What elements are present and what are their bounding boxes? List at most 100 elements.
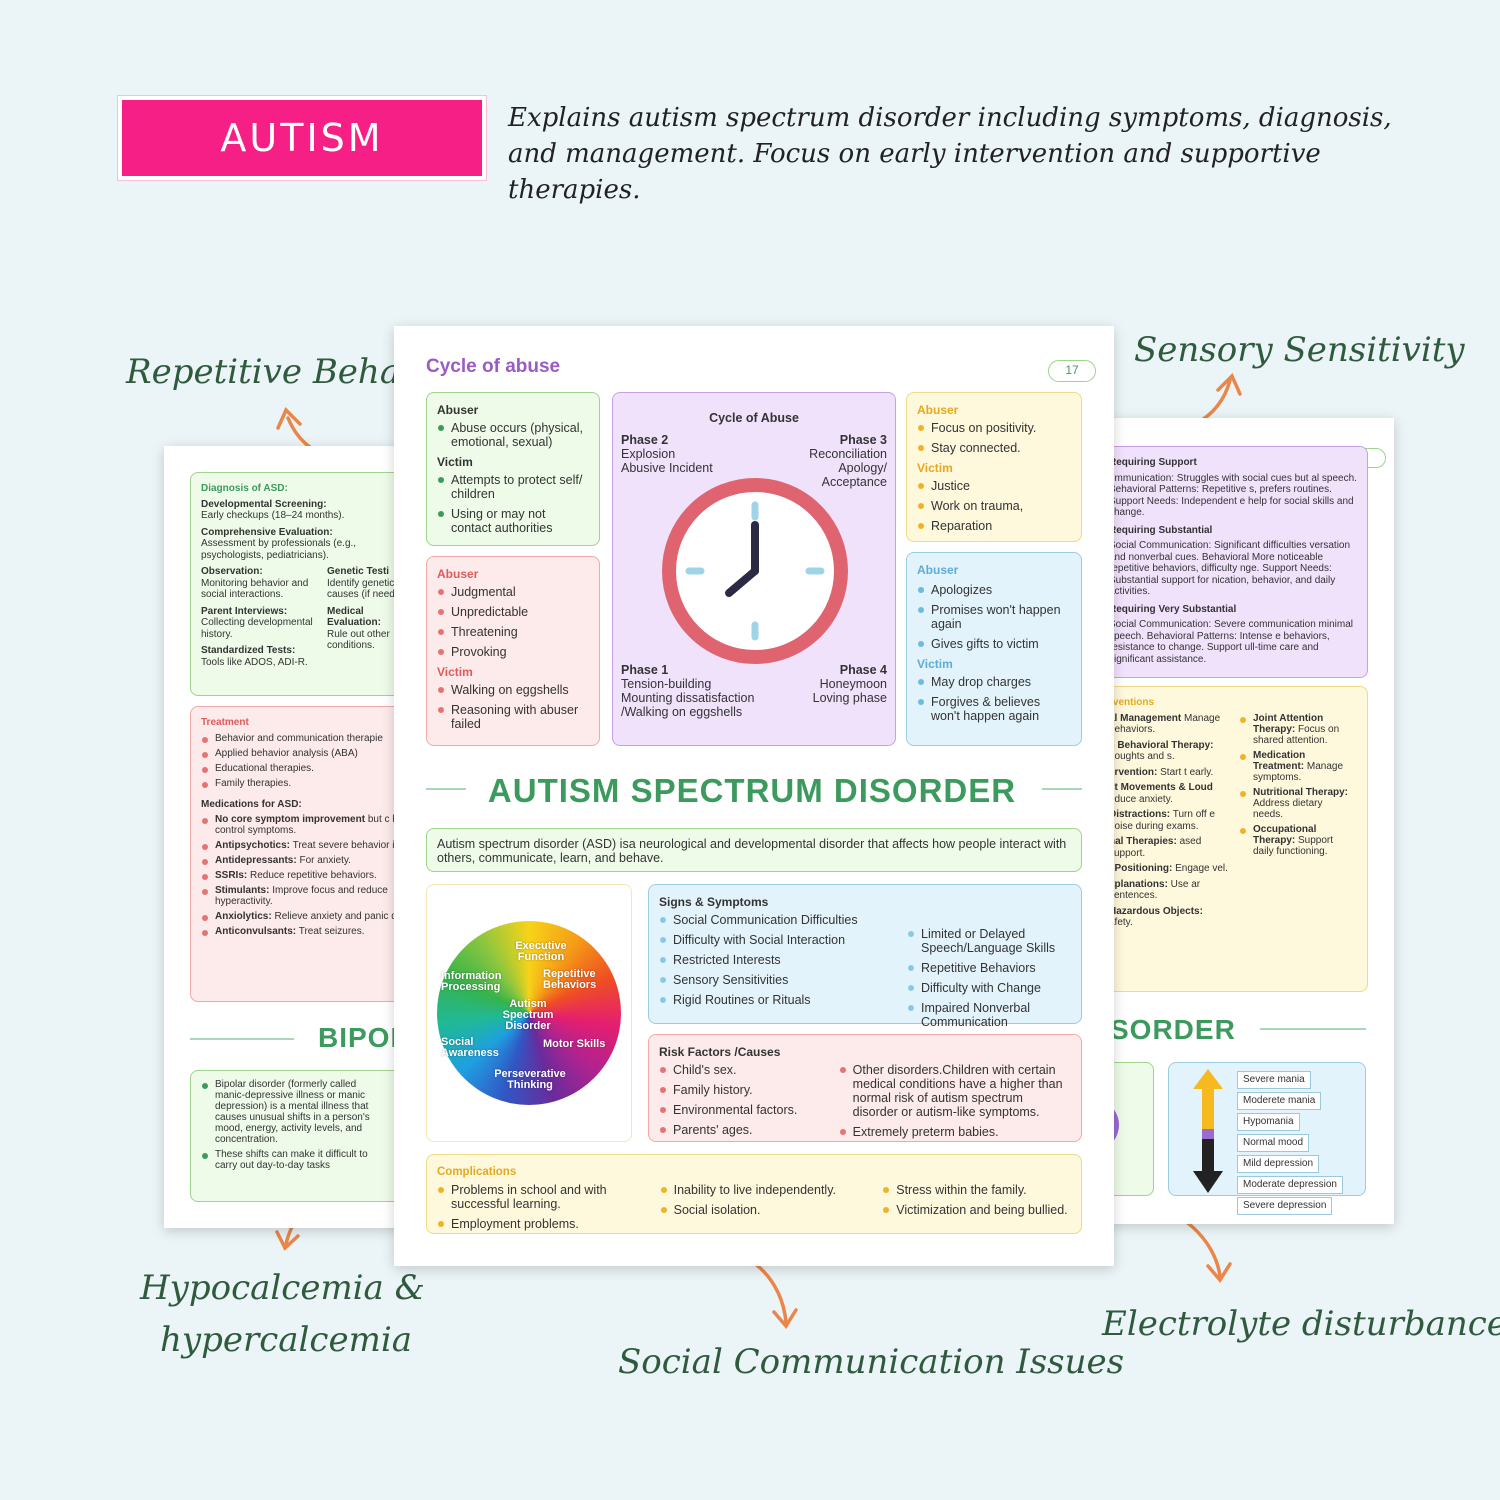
mood-level: Moderate depression xyxy=(1237,1176,1343,1194)
genetic-text: Identify genetic causes (if need xyxy=(327,577,395,601)
sign-item: Limited or Delayed Speech/Language Skill… xyxy=(907,927,1067,955)
box4-abuser-item: Promises won't happen again xyxy=(917,603,1071,631)
intervention-right-item: Joint Attention Therapy: Focus on shared… xyxy=(1239,713,1349,746)
meds-list: No core symptom improvement but c help c… xyxy=(201,814,424,937)
medication-item: SSRIs: Reduce repetitive behaviors. xyxy=(201,870,424,881)
risk-item: Extremely preterm babies. xyxy=(839,1125,1071,1139)
wheel-information-processing: Information Processing xyxy=(441,970,502,993)
sign-item: Rigid Routines or Rituals xyxy=(659,993,869,1007)
observation-label: Observation: xyxy=(201,566,263,577)
box1-abuser-title: Abuser xyxy=(437,403,479,417)
risk-item: Other disorders.Children with certain me… xyxy=(839,1063,1071,1119)
risk-item: Child's sex. xyxy=(659,1063,807,1077)
cycle-box-1: Abuser Abuse occurs (physical, emotional… xyxy=(426,392,600,546)
box1-victim-item: Attempts to protect self/ children xyxy=(437,473,589,501)
left-page: Diagnosis of ASD: Developmental Screenin… xyxy=(164,446,424,1228)
cycle-of-abuse-title: Cycle of abuse xyxy=(426,356,561,377)
badge-label: AUTISM xyxy=(220,116,384,160)
treatment-item: Educational therapies. xyxy=(201,763,424,774)
mood-level: Severe depression xyxy=(1237,1197,1333,1215)
complications-title: Complications xyxy=(437,1166,517,1178)
box2-abuser-title: Abuser xyxy=(437,567,479,581)
bipolar-item: Bipolar disorder (formerly called manic-… xyxy=(201,1079,371,1145)
intervention-left-item: l Positioning: Engage vel. xyxy=(1109,863,1228,874)
genetic-label: Genetic Testi xyxy=(327,566,390,577)
asd-description: Autism spectrum disorder (ASD) isa neuro… xyxy=(426,828,1082,872)
box3-abuser-list: Focus on positivity.Stay connected. xyxy=(917,421,1071,455)
complication-item: Stress within the family. xyxy=(882,1183,1071,1197)
bipolar-list: Bipolar disorder (formerly called manic-… xyxy=(201,1079,371,1171)
intervention-right-item: Medication Treatment: Manage symptoms. xyxy=(1239,750,1349,783)
disorder-rule xyxy=(1260,1028,1366,1030)
complication-item: Employment problems. xyxy=(437,1217,646,1231)
box2-abuser-item: Threatening xyxy=(437,625,589,639)
signs-box: Signs & Symptoms Social Communication Di… xyxy=(648,884,1082,1029)
risk-left-list: Child's sex.Family history.Environmental… xyxy=(659,1063,807,1145)
wheel-social-awareness: Social Awareness xyxy=(441,1036,499,1059)
complication-item: Social isolation. xyxy=(660,1203,869,1217)
cycle-diagram-title: Cycle of Abuse xyxy=(709,411,799,425)
intervention-left-item: e Behavioral Therapy: houghts and s. xyxy=(1109,739,1214,763)
callout-social-communication: Social Communication Issues xyxy=(618,1342,1125,1382)
medication-item: Antipsychotics: Treat severe behavior is… xyxy=(201,840,424,851)
box3-victim-item: Justice xyxy=(917,479,1071,493)
box3-abuser-title: Abuser xyxy=(917,403,959,417)
diagnosis-box: Diagnosis of ASD: Developmental Screenin… xyxy=(190,472,424,696)
box2-abuser-item: Provoking xyxy=(437,645,589,659)
mood-level: Severe mania xyxy=(1237,1071,1311,1089)
intro-text: Explains autism spectrum disorder includ… xyxy=(508,103,1392,205)
medication-item: Stimulants: Improve focus and reduce hyp… xyxy=(201,885,424,907)
box4-abuser-title: Abuser xyxy=(917,563,959,577)
level3-title: Requiring Very Substantial xyxy=(1109,603,1237,615)
sign-item: Social Communication Difficulties xyxy=(659,913,869,927)
box2-victim-title: Victim xyxy=(437,665,473,679)
bipolar-box: Bipolar disorder (formerly called manic-… xyxy=(190,1070,424,1202)
wheel-executive-function: Executive Function xyxy=(515,940,567,963)
autism-badge: AUTISM xyxy=(118,96,486,180)
level3-text: Social Communication: Severe communicati… xyxy=(1109,619,1353,665)
mood-arrow-icon xyxy=(1193,1069,1223,1193)
complication-item: Problems in school and with successful l… xyxy=(437,1183,646,1211)
sign-item: Sensory Sensitivities xyxy=(659,973,869,987)
box3-victim-item: Reparation xyxy=(917,519,1071,533)
medical-text: Rule out other conditions. xyxy=(327,628,390,652)
bipolar-title: BIPOL xyxy=(318,1022,409,1053)
comp-eval-text: Assessment by professionals (e.g., psych… xyxy=(201,538,357,561)
sign-item: Restricted Interests xyxy=(659,953,869,967)
sign-item: Difficulty with Social Interaction xyxy=(659,933,869,947)
right-page: 18 Requiring Support ommunication: Strug… xyxy=(1092,418,1394,1224)
center-page: Cycle of abuse 17 Abuser Abuse occurs (p… xyxy=(394,326,1114,1266)
comp-eval-label: Comprehensive Evaluation: xyxy=(201,526,333,538)
box3-abuser-item: Stay connected. xyxy=(917,441,1071,455)
interventions-box: rventions al Management Manage behaviors… xyxy=(1092,686,1368,992)
risk-item: Family history. xyxy=(659,1083,807,1097)
box1-abuser-list: Abuse occurs (physical, emotional, sexua… xyxy=(437,421,589,449)
box1-abuser-item: Abuse occurs (physical, emotional, sexua… xyxy=(437,421,589,449)
parent-label: Parent Interviews: xyxy=(201,605,288,617)
box2-abuser-item: Unpredictable xyxy=(437,605,589,619)
signs-right-list: Limited or Delayed Speech/Language Skill… xyxy=(907,927,1067,1035)
complication-item: Victimization and being bullied. xyxy=(882,1203,1071,1217)
callout-sensory-sensitivity: Sensory Sensitivity xyxy=(1134,330,1465,370)
asd-wheel-graphic xyxy=(437,921,621,1105)
medication-item: Anxiolytics: Relieve anxiety and panic d… xyxy=(201,911,424,922)
page-number-17: 17 xyxy=(1048,360,1096,382)
box1-victim-title: Victim xyxy=(437,455,473,469)
mood-level: Normal mood xyxy=(1237,1134,1310,1152)
clock-icon xyxy=(662,478,848,664)
mood-level: Mild depression xyxy=(1237,1155,1320,1173)
wheel-perseverative-thinking: Perseverative Thinking xyxy=(494,1068,566,1091)
dev-screen-label: Developmental Screening: xyxy=(201,498,327,510)
risk-title: Risk Factors /Causes xyxy=(659,1045,781,1059)
